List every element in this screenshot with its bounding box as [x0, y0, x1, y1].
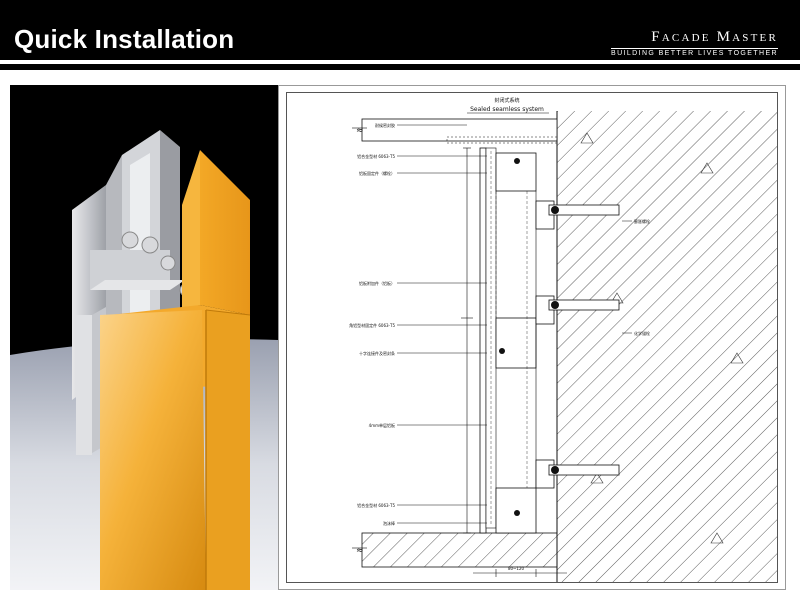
- label-cross-joint: 十字连接件及密封条: [359, 350, 395, 356]
- label-profile-top: 铝合金型材 6063-T5: [357, 153, 395, 159]
- technical-drawing: 封闭式系统 Sealed seamless system: [278, 85, 786, 590]
- label-bolt-right: 膨胀螺栓: [634, 218, 650, 224]
- label-profile-bottom: 铝合金型材 6063-T5: [357, 502, 395, 508]
- callout-leaders: [397, 124, 632, 524]
- label-profile-mid: 角铝型材固定件 6063-T5: [349, 322, 395, 328]
- concrete-wall: [556, 111, 777, 582]
- dimension-lines: 80~120: [461, 147, 567, 577]
- brand-logo: Facade Master BUILDING BETTER LIVES TOGE…: [611, 29, 778, 57]
- dim-bottom-label: 80~120: [508, 566, 525, 571]
- svg-text:≈: ≈: [356, 126, 364, 136]
- drawing-frame: 封闭式系统 Sealed seamless system: [286, 92, 778, 583]
- label-foam: 泡沫棒: [383, 520, 395, 526]
- page-title: Quick Installation: [14, 24, 235, 54]
- brand-name: Facade Master: [651, 29, 778, 45]
- header-bar: Quick Installation Facade Master BUILDIN…: [0, 0, 800, 70]
- brand-tagline: BUILDING BETTER LIVES TOGETHER: [611, 48, 778, 57]
- orange-panels: [100, 150, 251, 590]
- facade-3d-render: [10, 85, 278, 590]
- label-sealant: 耐候密封胶: [375, 122, 395, 128]
- drawing-title-en: Sealed seamless system: [470, 106, 544, 113]
- svg-text:≈: ≈: [356, 546, 364, 556]
- anchor-bolts: [499, 158, 620, 516]
- label-panel: 4mm单层铝板: [369, 422, 395, 428]
- label-al-middle: 铝板附加件（铝板）: [359, 280, 395, 286]
- label-anchor-right: 化学锚栓: [634, 330, 650, 336]
- header-divider: [0, 60, 800, 64]
- label-fixing: 铝板固定件（螺栓）: [359, 170, 395, 176]
- top-slab: ≈: [352, 118, 558, 144]
- slide-content: 封闭式系统 Sealed seamless system: [0, 70, 800, 600]
- drawing-title-cn: 封闭式系统: [494, 97, 519, 104]
- aluminium-panel: [479, 147, 537, 534]
- bottom-slab: ≈: [352, 532, 558, 568]
